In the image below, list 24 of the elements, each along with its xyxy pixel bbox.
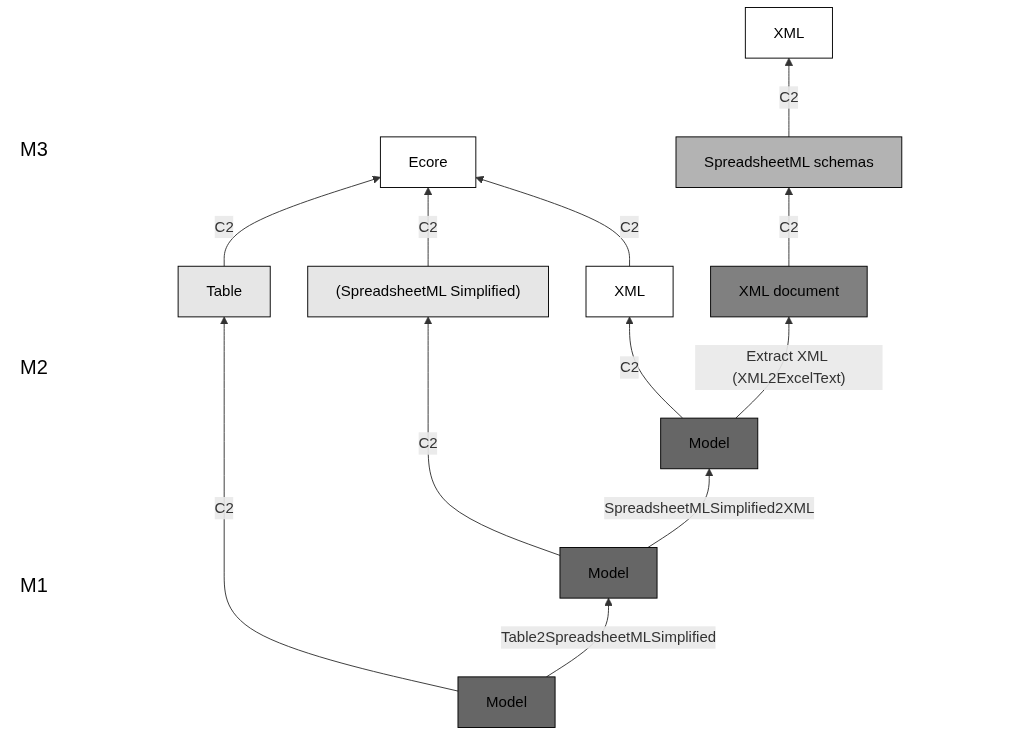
edge-label: C2 bbox=[779, 89, 799, 105]
edge-label: Table2SpreadsheetMLSimplified bbox=[500, 629, 717, 645]
node-box: Table bbox=[177, 265, 271, 318]
edge-label: C2 bbox=[620, 359, 640, 375]
node-box: SpreadsheetML schemas bbox=[675, 136, 903, 188]
level-label: M2 bbox=[20, 356, 49, 379]
edge-label: C2 bbox=[779, 218, 799, 235]
level-label: M1 bbox=[20, 574, 49, 598]
node-box: XML bbox=[585, 265, 674, 318]
edge-label: C2 bbox=[214, 218, 234, 235]
node-box: XML document bbox=[710, 265, 868, 318]
edge-label: SpreadsheetMLSimplified2XML bbox=[604, 499, 815, 516]
edge-label: C2 bbox=[620, 218, 640, 235]
node-box: Model bbox=[559, 547, 658, 599]
node-box: Ecore bbox=[379, 136, 477, 188]
edge-label: C2 bbox=[214, 499, 234, 516]
edge-label: C2 bbox=[418, 435, 438, 451]
node-box: Model bbox=[457, 676, 556, 728]
node-box: XML bbox=[744, 7, 833, 59]
edge-label: Extract XML (XML2ExcelText) bbox=[732, 347, 846, 387]
node-box: (SpreadsheetML Simplified) bbox=[307, 265, 549, 318]
node-box: Model bbox=[660, 417, 759, 470]
level-label: M3 bbox=[20, 137, 49, 161]
edge-label: C2 bbox=[418, 218, 438, 235]
